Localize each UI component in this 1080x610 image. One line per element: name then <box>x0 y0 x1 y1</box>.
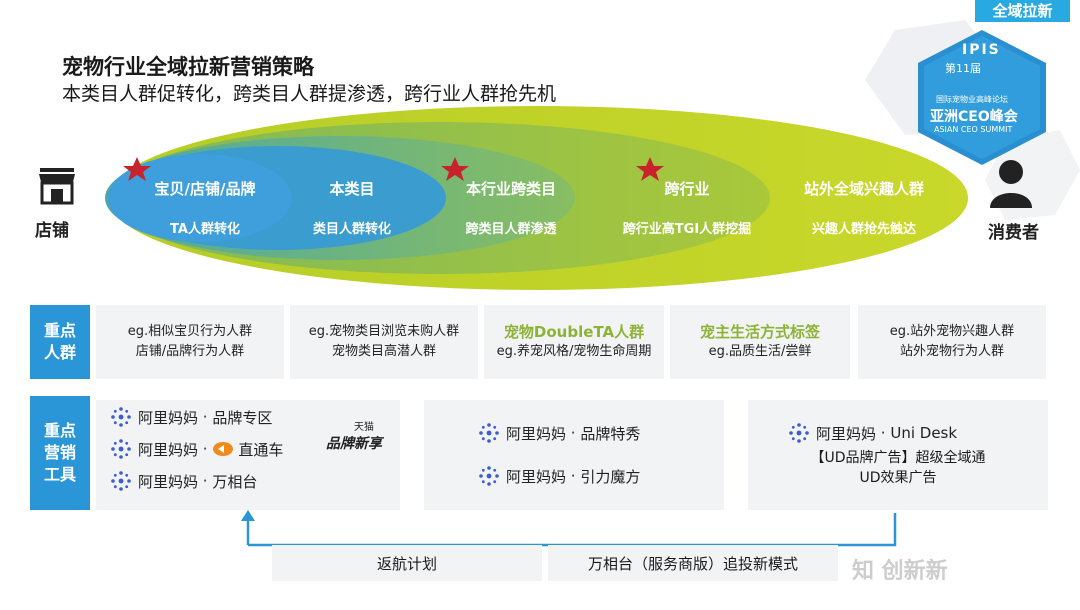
ellipse-offsite-title: 站外全域兴趣人群 <box>803 180 925 198</box>
watermark: 知 创新新 <box>852 559 948 584</box>
crowd-card-line2: eg.品质生活/尝鲜 <box>708 344 812 359</box>
tool-sep: · <box>202 472 208 490</box>
tool-name: 引力魔方 <box>580 467 641 486</box>
ellipse-shop <box>108 154 292 242</box>
ellipse-cross-industry-title: 跨行业 <box>664 180 710 198</box>
tool-item: 阿里妈妈 · 直通车 <box>110 438 283 460</box>
tool-box-display <box>424 400 724 510</box>
tool-brand: 阿里妈妈 <box>506 424 567 443</box>
tool-sep: · <box>570 424 576 442</box>
tool-item: 阿里妈妈 · 引力魔方 <box>478 465 640 487</box>
tool-box-unidesk <box>748 400 1048 510</box>
tool-brand: 阿里妈妈 <box>506 467 567 486</box>
ellipse-category-title: 本类目 <box>329 180 375 198</box>
tool-row-header: 重点 营销 工具 <box>30 396 90 510</box>
crowd-card-line1: 宠物DoubleTA人群 <box>503 323 645 341</box>
ellipse-cross-category-sub: 跨类目人群渗透 <box>465 222 557 237</box>
tmall-brand-new-logo: 天猫 品牌新享 <box>326 418 382 453</box>
crowd-card: eg.宠物类目浏览未购人群 宠物类目高潜人群 <box>290 305 478 379</box>
tool-brand: 阿里妈妈 <box>816 424 877 443</box>
ipis-logo <box>918 30 1046 165</box>
unidesk-line3: UD效果广告 <box>859 470 937 486</box>
unidesk-desc: 【UD品牌广告】超级全域通 UD效果广告 <box>748 448 1048 488</box>
crowd-card: eg.相似宝贝行为人群 店铺/品牌行为人群 <box>96 305 284 379</box>
ellipse-category-sub: 类目人群转化 <box>312 222 392 237</box>
tmall-small: 天猫 <box>354 422 374 433</box>
store-icon <box>39 168 75 205</box>
ellipse-shop-title: 宝贝/店铺/品牌 <box>154 180 256 198</box>
tool-header-line3: 工具 <box>43 465 76 484</box>
tool-brand: 阿里妈妈 <box>138 408 199 427</box>
tool-sep: · <box>570 467 576 485</box>
tool-name: 万相台 <box>212 472 258 491</box>
tool-header-line1: 重点 <box>43 421 76 440</box>
crowd-card-line1: eg.站外宠物兴趣人群 <box>889 324 1015 339</box>
alimama-icon <box>111 439 131 459</box>
page-title: 宠物行业全域拉新营销策略 <box>62 55 314 79</box>
store-label: 店铺 <box>35 221 69 241</box>
tool-name: 品牌专区 <box>212 408 273 427</box>
alimama-icon <box>111 471 131 491</box>
logo-summit-en: ASIAN CEO SUMMIT <box>934 125 1013 134</box>
crowd-row-header: 重点 人群 <box>30 305 90 379</box>
alimama-icon <box>479 466 499 486</box>
crowd-card-line1: 宠主生活方式标签 <box>699 323 820 341</box>
crowd-header-line2: 人群 <box>43 343 76 362</box>
alimama-icon <box>789 423 809 443</box>
star-marker-shop <box>123 157 151 181</box>
tool-name: 直通车 <box>238 440 284 459</box>
retarget-connector <box>241 510 897 547</box>
alimama-icon <box>111 407 131 427</box>
audience-ellipses <box>105 106 968 290</box>
tool-sep: · <box>202 440 208 458</box>
crowd-card-line1: eg.相似宝贝行为人群 <box>127 324 253 339</box>
tool-brand: 阿里妈妈 <box>138 472 199 491</box>
star-marker-cross-category <box>441 157 469 181</box>
tool-name: 品牌特秀 <box>580 424 641 443</box>
crowd-card: eg.站外宠物兴趣人群 站外宠物行为人群 <box>858 305 1046 379</box>
through-train-icon <box>213 442 234 456</box>
tool-sep: · <box>202 408 208 426</box>
tool-item: 阿里妈妈 · 万相台 <box>110 470 257 492</box>
ellipse-cross-industry-sub: 跨行业高TGI人群挖掘 <box>622 222 752 237</box>
page-subtitle: 本类目人群促转化，跨类目人群提渗透，跨行业人群抢先机 <box>62 83 557 105</box>
tmall-main: 品牌新享 <box>326 436 382 452</box>
tool-sep: · <box>880 424 886 442</box>
crowd-header-line1: 重点 <box>43 321 76 340</box>
wanxiangtai-label: 万相台（服务商版）追投新模式 <box>587 554 798 573</box>
wanxiangtai-box: 万相台（服务商版）追投新模式 <box>548 545 838 581</box>
star-marker-cross-industry <box>636 157 664 181</box>
crowd-card-line1: eg.宠物类目浏览未购人群 <box>308 324 460 339</box>
crowd-card-line2: 宠物类目高潜人群 <box>331 344 436 359</box>
crowd-card-line2: eg.养宠风格/宠物生命周期 <box>496 344 652 359</box>
tool-name: Uni Desk <box>890 424 958 442</box>
logo-forum: 国际宠物业高峰论坛 <box>936 95 1008 104</box>
logo-ipis-text: IPIS <box>962 42 1001 58</box>
return-plan-box: 返航计划 <box>272 545 542 581</box>
crowd-card: 宠物DoubleTA人群 eg.养宠风格/宠物生命周期 <box>484 305 664 379</box>
tool-item: 阿里妈妈 · 品牌特秀 <box>478 422 640 444</box>
tool-box-onsite <box>96 400 400 510</box>
tool-header-line2: 营销 <box>43 443 76 462</box>
crowd-card-line2: 店铺/品牌行为人群 <box>135 344 245 359</box>
section-tag: 全域拉新 <box>975 0 1070 22</box>
crowd-card: 宠主生活方式标签 eg.品质生活/尝鲜 <box>670 305 850 379</box>
alimama-icon <box>479 423 499 443</box>
logo-edition: 第11届 <box>945 62 981 75</box>
consumer-label: 消费者 <box>988 223 1039 243</box>
unidesk-line2: 【UD品牌广告】超级全域通 <box>810 450 986 466</box>
ellipse-offsite-sub: 兴趣人群抢先触达 <box>811 222 917 237</box>
consumer-icon <box>990 160 1032 208</box>
crowd-card-line2: 站外宠物行为人群 <box>899 344 1004 359</box>
return-plan-label: 返航计划 <box>376 554 437 573</box>
tool-item: 阿里妈妈 · Uni Desk <box>788 422 957 444</box>
tool-item: 阿里妈妈 · 品牌专区 <box>110 406 272 428</box>
logo-summit: 亚洲CEO峰会 <box>930 109 1018 125</box>
ellipse-shop-sub: TA人群转化 <box>170 222 240 237</box>
ellipse-cross-category-title: 本行业跨类目 <box>465 180 557 198</box>
tool-brand: 阿里妈妈 <box>138 440 199 459</box>
